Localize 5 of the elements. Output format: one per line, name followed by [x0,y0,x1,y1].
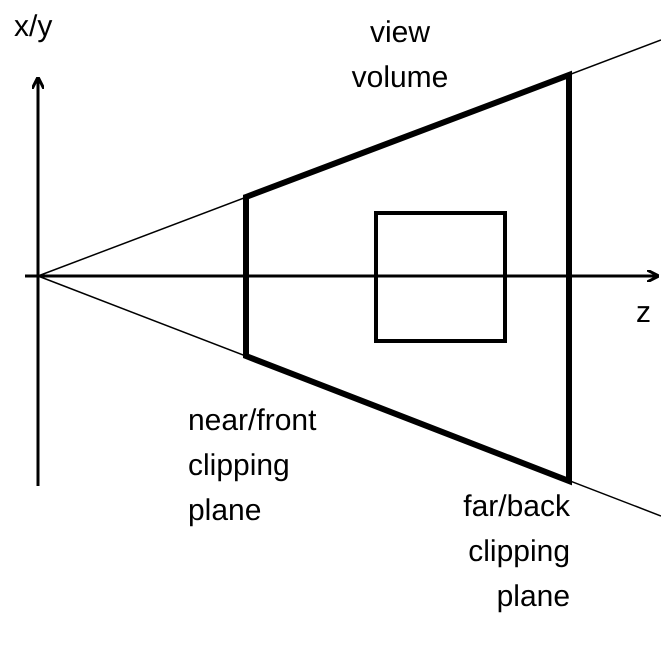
axis-label: z [636,295,652,331]
plane-label: near/front clipping plane [188,403,318,529]
region-label: view volume [350,15,450,96]
axis-label: x/y [14,9,54,45]
plane-label: far/back clipping plane [462,489,570,615]
